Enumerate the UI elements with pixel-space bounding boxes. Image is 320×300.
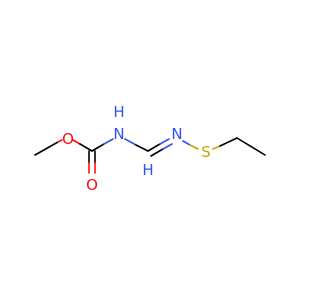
atom-carbonyl-oxygen: O xyxy=(86,176,98,194)
bond-carbonyl-nitrogen xyxy=(91,143,105,152)
bond-oxygen-carbonyl xyxy=(79,143,93,152)
atom-ester-oxygen: O xyxy=(62,130,74,148)
bond-imine-double-a xyxy=(147,143,161,152)
bond-methyl-oxygen xyxy=(34,141,59,156)
bond-nitrogen-sulfur-blue xyxy=(182,140,191,146)
bond-sulfur-methylene-yellow xyxy=(212,145,221,150)
atom-imine-nitrogen: N xyxy=(171,125,182,143)
bond-nitrogen-methine xyxy=(135,144,149,152)
bond-imine-double-b xyxy=(150,148,164,157)
bond-carbonyl-nitrogen-blue xyxy=(103,138,114,145)
molecule-structure: O O N H H N S xyxy=(34,103,266,194)
bond-methyl-oxygen-red xyxy=(57,139,63,143)
atom-amide-hydrogen: H xyxy=(113,103,124,121)
bond-nitrogen-sulfur-yellow xyxy=(189,144,199,150)
bond-nitrogen-methine-blue xyxy=(124,138,137,146)
atom-methine-hydrogen: H xyxy=(142,161,153,179)
bond-oxygen-carbonyl-red xyxy=(72,139,81,145)
bond-imine-double-b-blue xyxy=(162,143,173,150)
bond-imine-double-a-blue xyxy=(159,138,170,145)
bond-methylene-methyl xyxy=(236,137,266,156)
bond-sulfur-methylene xyxy=(219,137,238,147)
atom-sulfur: S xyxy=(201,143,211,161)
atom-amide-nitrogen: N xyxy=(113,125,124,143)
